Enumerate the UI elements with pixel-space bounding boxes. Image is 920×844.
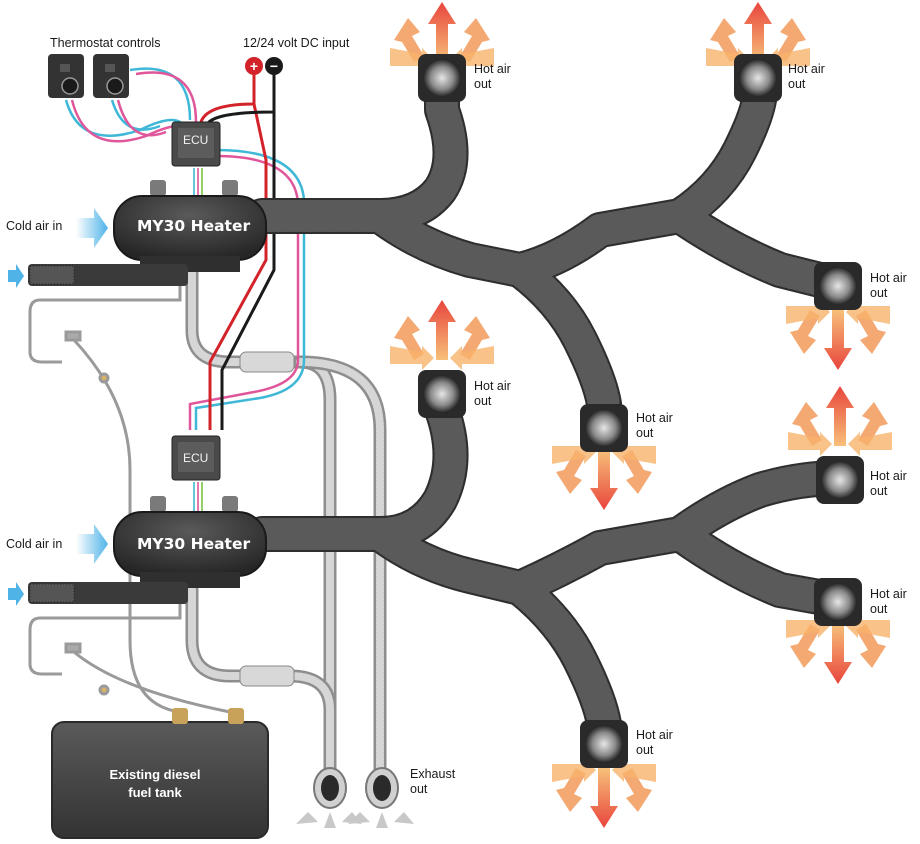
heater-bottom-label: MY30 Heater (137, 535, 251, 553)
hot-air-label-8: Hot air out (636, 728, 673, 757)
hot-air-label-5: Hot air out (474, 379, 511, 408)
cold-air-bottom-label: Cold air in (6, 537, 63, 551)
fuel-lines (28, 272, 231, 714)
hot-air-label-2: Hot air out (788, 62, 825, 91)
ecu-bottom-label: ECU (183, 451, 209, 465)
power-minus-icon: − (265, 57, 283, 75)
ecu-icon (171, 121, 221, 481)
plus-sign: + (250, 58, 258, 74)
fuel-tank-icon (51, 708, 269, 839)
heater-top-label: MY30 Heater (137, 217, 251, 235)
ecu-top-label: ECU (183, 133, 209, 147)
cold-air-arrows (8, 208, 188, 606)
dc-input-label: 12/24 volt DC input (243, 36, 350, 50)
minus-sign: − (270, 58, 278, 74)
hot-air-label-3: Hot air out (870, 271, 907, 300)
hot-air-label-6: Hot air out (870, 469, 907, 498)
hot-air-label-1: Hot air out (474, 62, 511, 91)
power-plus-icon: + (245, 57, 263, 75)
hot-air-label-7: Hot air out (870, 587, 907, 616)
cold-air-top-label: Cold air in (6, 219, 63, 233)
exhaust-label: Exhaust out (410, 767, 456, 796)
heater-icon (113, 180, 267, 588)
thermostat-label: Thermostat controls (50, 36, 161, 50)
thermostat-icon (48, 54, 129, 98)
vent-icon (418, 54, 864, 768)
exhaust-pipes (185, 265, 387, 777)
fuel-tank-label: Existing diesel fuel tank (109, 767, 201, 800)
hot-air-label-4: Hot air out (636, 411, 673, 440)
exhaust-icon (296, 767, 414, 828)
